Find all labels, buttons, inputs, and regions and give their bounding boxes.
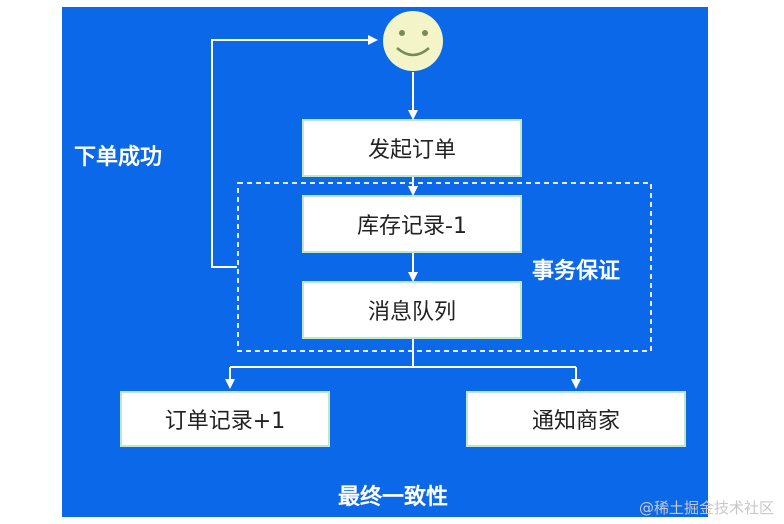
transaction-guarantee-label: 事务保证 — [532, 259, 621, 284]
smiley-face-icon — [383, 11, 443, 71]
transaction-boundary — [237, 182, 652, 352]
order-record-label: 订单记录+1 — [164, 409, 286, 434]
inventory-label: 库存记录-1 — [357, 214, 467, 239]
order-record-node: 订单记录+1 — [120, 391, 330, 447]
eventual-consistency-label: 最终一致性 — [338, 485, 449, 510]
connector-layer — [211, 11, 652, 389]
arrow-success-feedback — [211, 35, 378, 268]
diagram-canvas: 发起订单 库存记录-1 消息队列 订单记录+1 通知商家 下单成功 事务保证 最… — [62, 7, 708, 517]
order-success-label: 下单成功 — [74, 145, 163, 170]
notify-merchant-label: 通知商家 — [531, 409, 620, 434]
notify-merchant-node: 通知商家 — [466, 391, 686, 447]
message-queue-node: 消息队列 — [302, 281, 522, 339]
inventory-node: 库存记录-1 — [302, 195, 522, 253]
start-order-label: 发起订单 — [367, 138, 456, 163]
message-queue-label: 消息队列 — [367, 300, 456, 325]
start-order-node: 发起订单 — [302, 119, 522, 177]
watermark: @稀土掘金技术社区 — [638, 499, 774, 517]
